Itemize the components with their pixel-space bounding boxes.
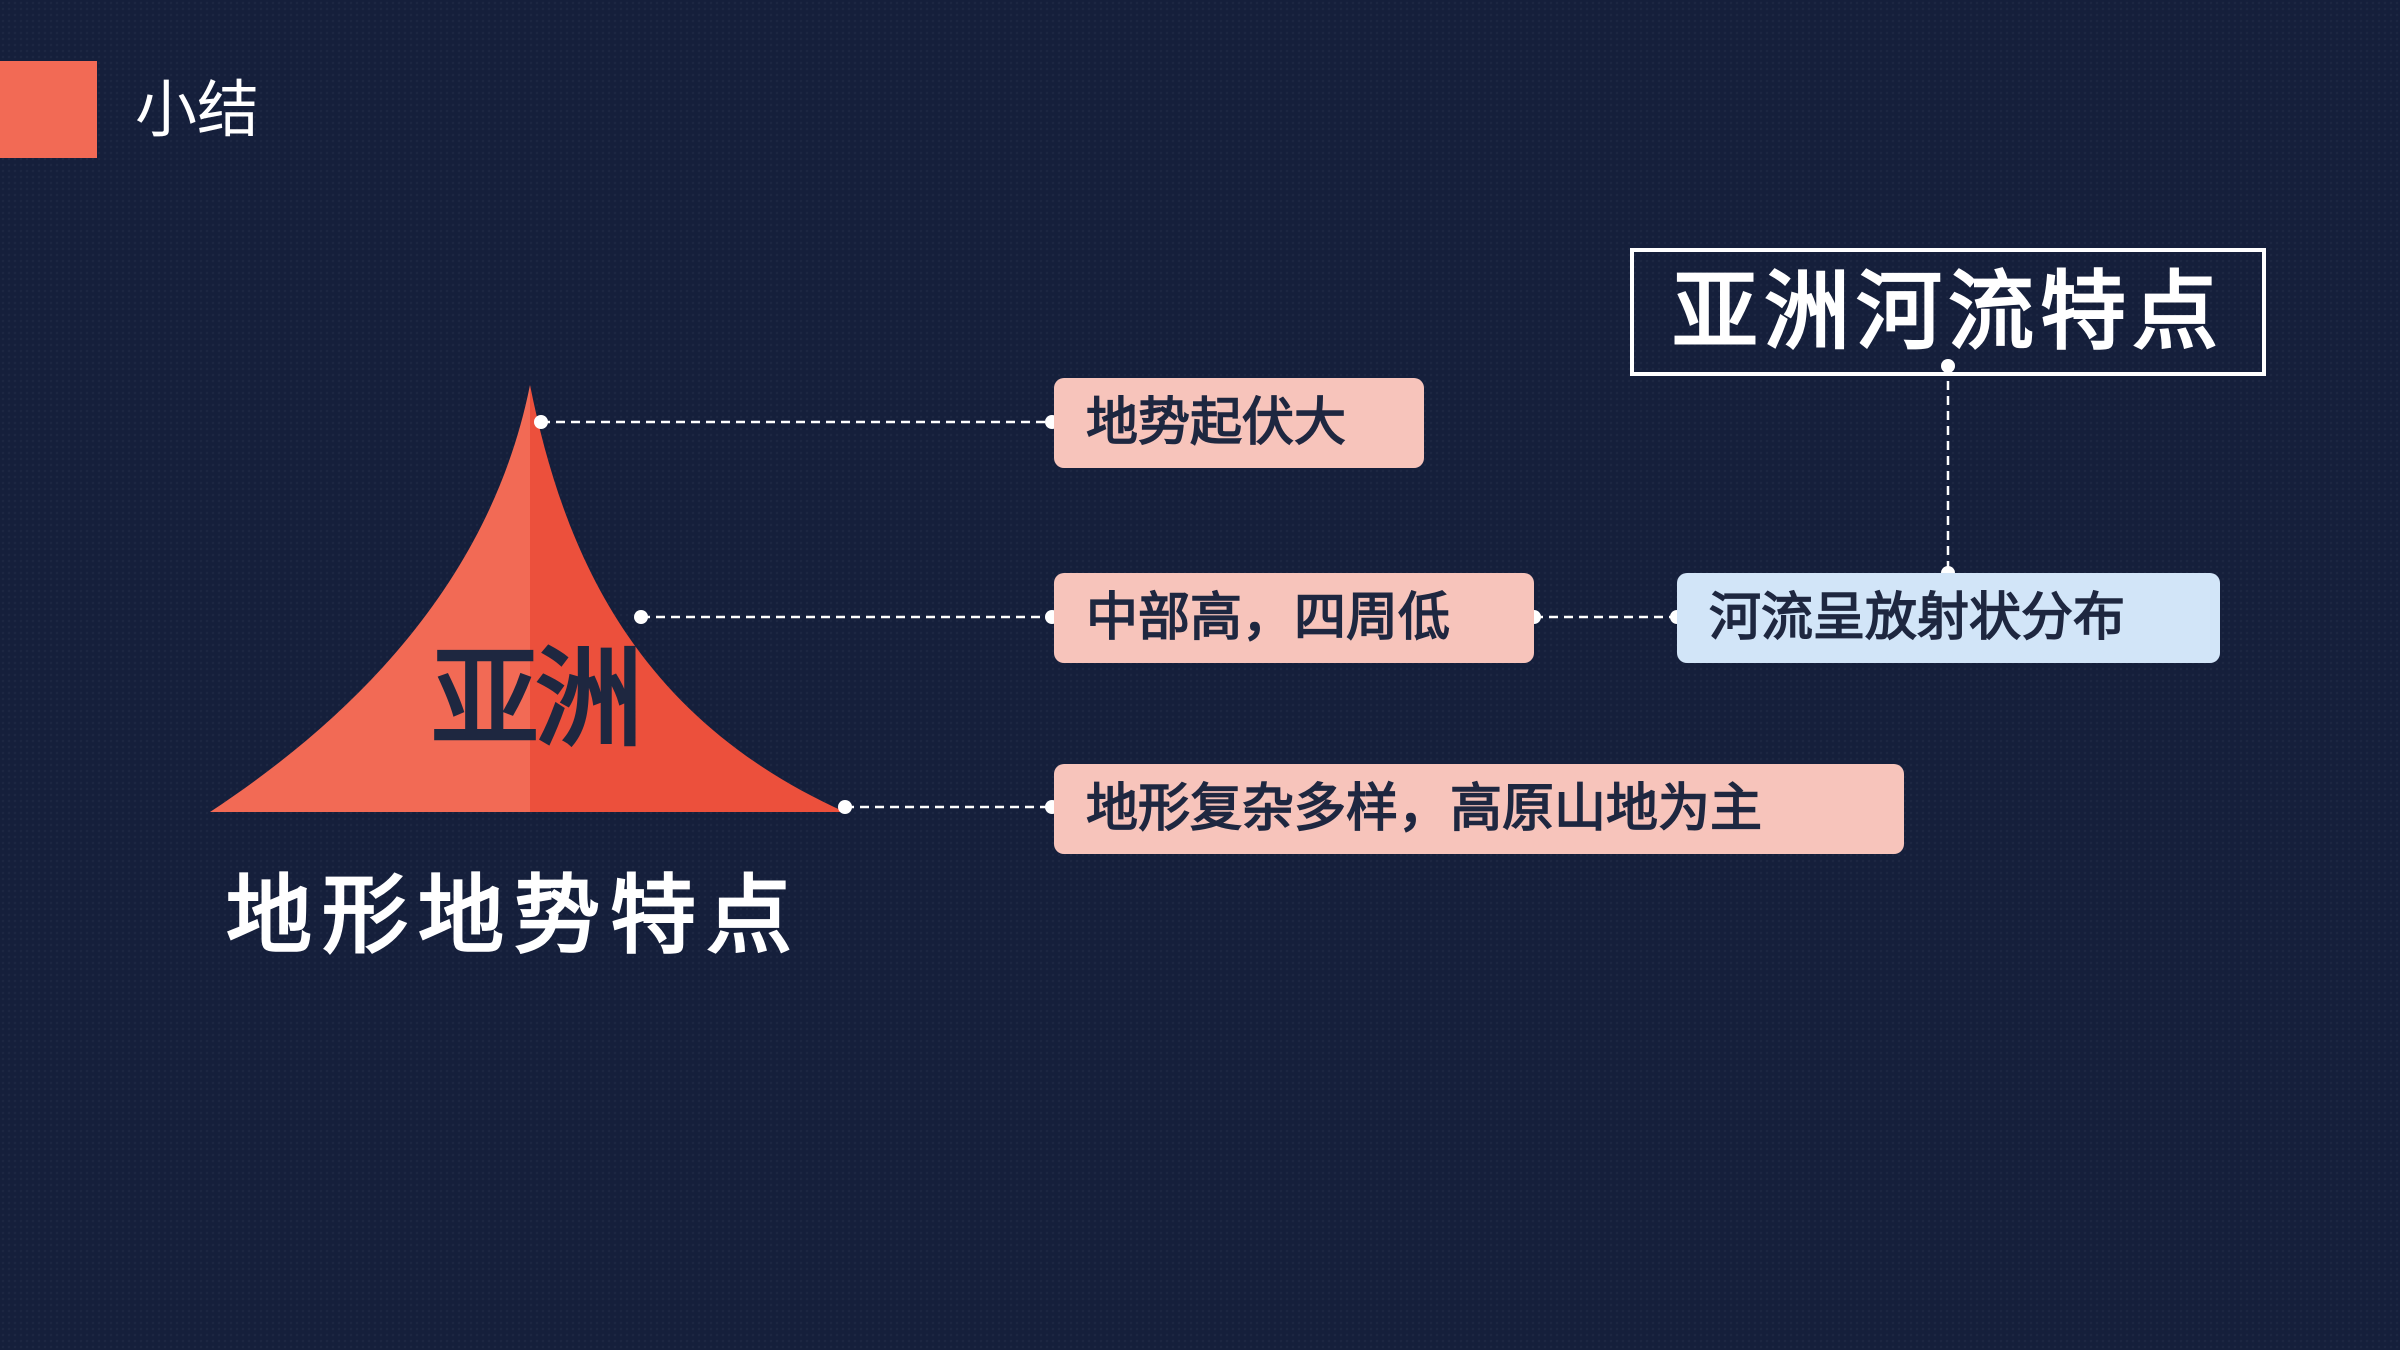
connector-dot bbox=[1941, 359, 1955, 373]
river-feature-pill: 河流呈放射状分布 bbox=[1677, 573, 2220, 663]
connector-dot bbox=[838, 800, 852, 814]
mountain-shape-left bbox=[210, 385, 530, 812]
terrain-section-title: 地形地势特点 bbox=[226, 866, 802, 966]
terrain-feature-pill-3: 地形复杂多样，高原山地为主 bbox=[1054, 764, 1904, 854]
connector-dot bbox=[634, 610, 648, 624]
connector-dot bbox=[534, 415, 548, 429]
mountain-shape-right bbox=[530, 385, 845, 812]
accent-bar bbox=[0, 61, 97, 158]
terrain-feature-pill-1: 地势起伏大 bbox=[1054, 378, 1424, 468]
terrain-feature-pill-2: 中部高，四周低 bbox=[1054, 573, 1534, 663]
mountain-label: 亚洲 bbox=[430, 637, 643, 762]
page-title: 小结 bbox=[135, 73, 260, 146]
river-section-title: 亚洲河流特点 bbox=[1630, 248, 2266, 376]
